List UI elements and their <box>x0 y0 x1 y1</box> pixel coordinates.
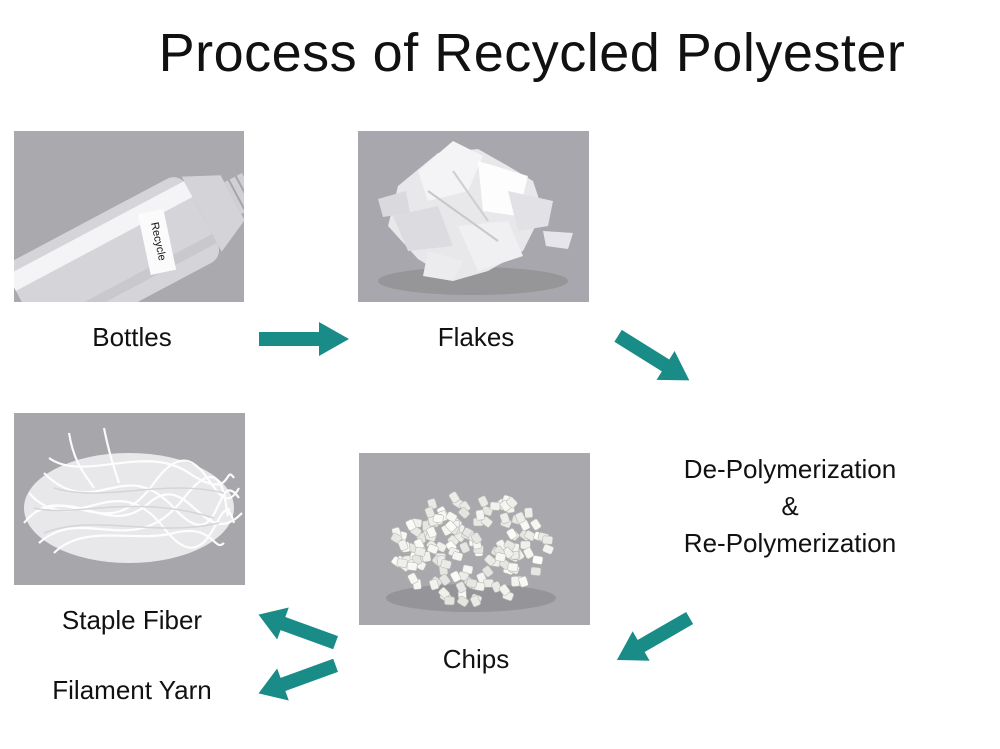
chip-pellet <box>484 554 496 567</box>
chips-photo <box>359 453 590 625</box>
chip-pellet <box>445 520 457 533</box>
chip-pellet <box>440 559 452 570</box>
chip-pellet <box>507 562 519 572</box>
ampersand-text: & <box>781 491 799 521</box>
diagram-title: Process of Recycled Polyester <box>158 23 906 83</box>
chip-pellet <box>506 528 518 540</box>
chip-pellet <box>407 572 419 585</box>
chip-pellet <box>426 543 439 555</box>
chip-pellet <box>494 552 507 562</box>
re-polymerization-text: Re-Polymerization <box>683 528 897 558</box>
de-polymerization-text: De-Polymerization <box>683 454 897 484</box>
staple-fiber-label: Staple Fiber <box>61 605 203 635</box>
chip-pellet <box>477 495 489 508</box>
chip-pellet <box>451 551 464 562</box>
filament-yarn-label: Filament Yarn <box>52 675 212 705</box>
arrow-bottles-to-flakes <box>259 322 349 356</box>
chip-pellet <box>542 535 554 545</box>
chip-pellet <box>489 501 501 511</box>
arrow-chips-to-staple-fiber <box>258 607 338 650</box>
chip-pellet <box>482 565 494 578</box>
chip-pellet <box>455 581 467 594</box>
chip-pellet <box>499 512 510 524</box>
chip-pellet <box>426 526 438 539</box>
chip-pellet <box>542 543 554 555</box>
chip-pellet <box>515 511 526 524</box>
chip-pellet <box>466 578 478 589</box>
chip-pellet <box>450 570 462 583</box>
flakes-label: Flakes <box>437 322 515 352</box>
chip-pellet <box>518 575 529 588</box>
flakes-photo <box>358 131 589 302</box>
chip-pellet <box>396 558 408 568</box>
chip-pellet <box>523 547 535 559</box>
chip-pellet <box>506 496 518 509</box>
chip-pellet <box>414 546 426 557</box>
bottle-photo: Recycle <box>14 131 244 302</box>
chip-pellet <box>510 575 520 587</box>
chip-pellet <box>459 541 471 554</box>
chip-pellet <box>445 511 458 523</box>
chip-pellet <box>470 532 483 545</box>
chip-pellet <box>524 507 534 519</box>
chip-pellet <box>530 518 542 531</box>
arrow-chips-to-filament-yarn <box>258 658 338 701</box>
chip-pellet <box>429 578 440 591</box>
chip-pellet <box>458 507 470 519</box>
arrow-flakes-to-polymerization <box>614 329 690 381</box>
chip-pellet <box>432 513 444 524</box>
chip-pellet <box>405 519 417 531</box>
chip-pellet <box>475 509 485 521</box>
chip-pellet <box>424 506 436 519</box>
arrow-polymerization-to-chips <box>616 611 694 661</box>
polymerization-label: De-Polymerization & Re-Polymerization <box>650 451 930 562</box>
chip-pellet <box>439 573 451 586</box>
chip-pellet <box>397 539 409 552</box>
chips-label: Chips <box>442 644 510 674</box>
chip-pellet <box>532 555 544 565</box>
bottles-label: Bottles <box>92 322 172 352</box>
chip-pellet <box>457 595 469 607</box>
chip-pellet <box>444 596 455 606</box>
chip-pellet <box>448 491 460 504</box>
chip-pellet <box>406 561 418 571</box>
staple-fiber-photo <box>14 413 245 585</box>
chip-pellet <box>530 566 542 577</box>
chip-pellet <box>498 584 511 596</box>
chip-pellet <box>470 595 481 608</box>
